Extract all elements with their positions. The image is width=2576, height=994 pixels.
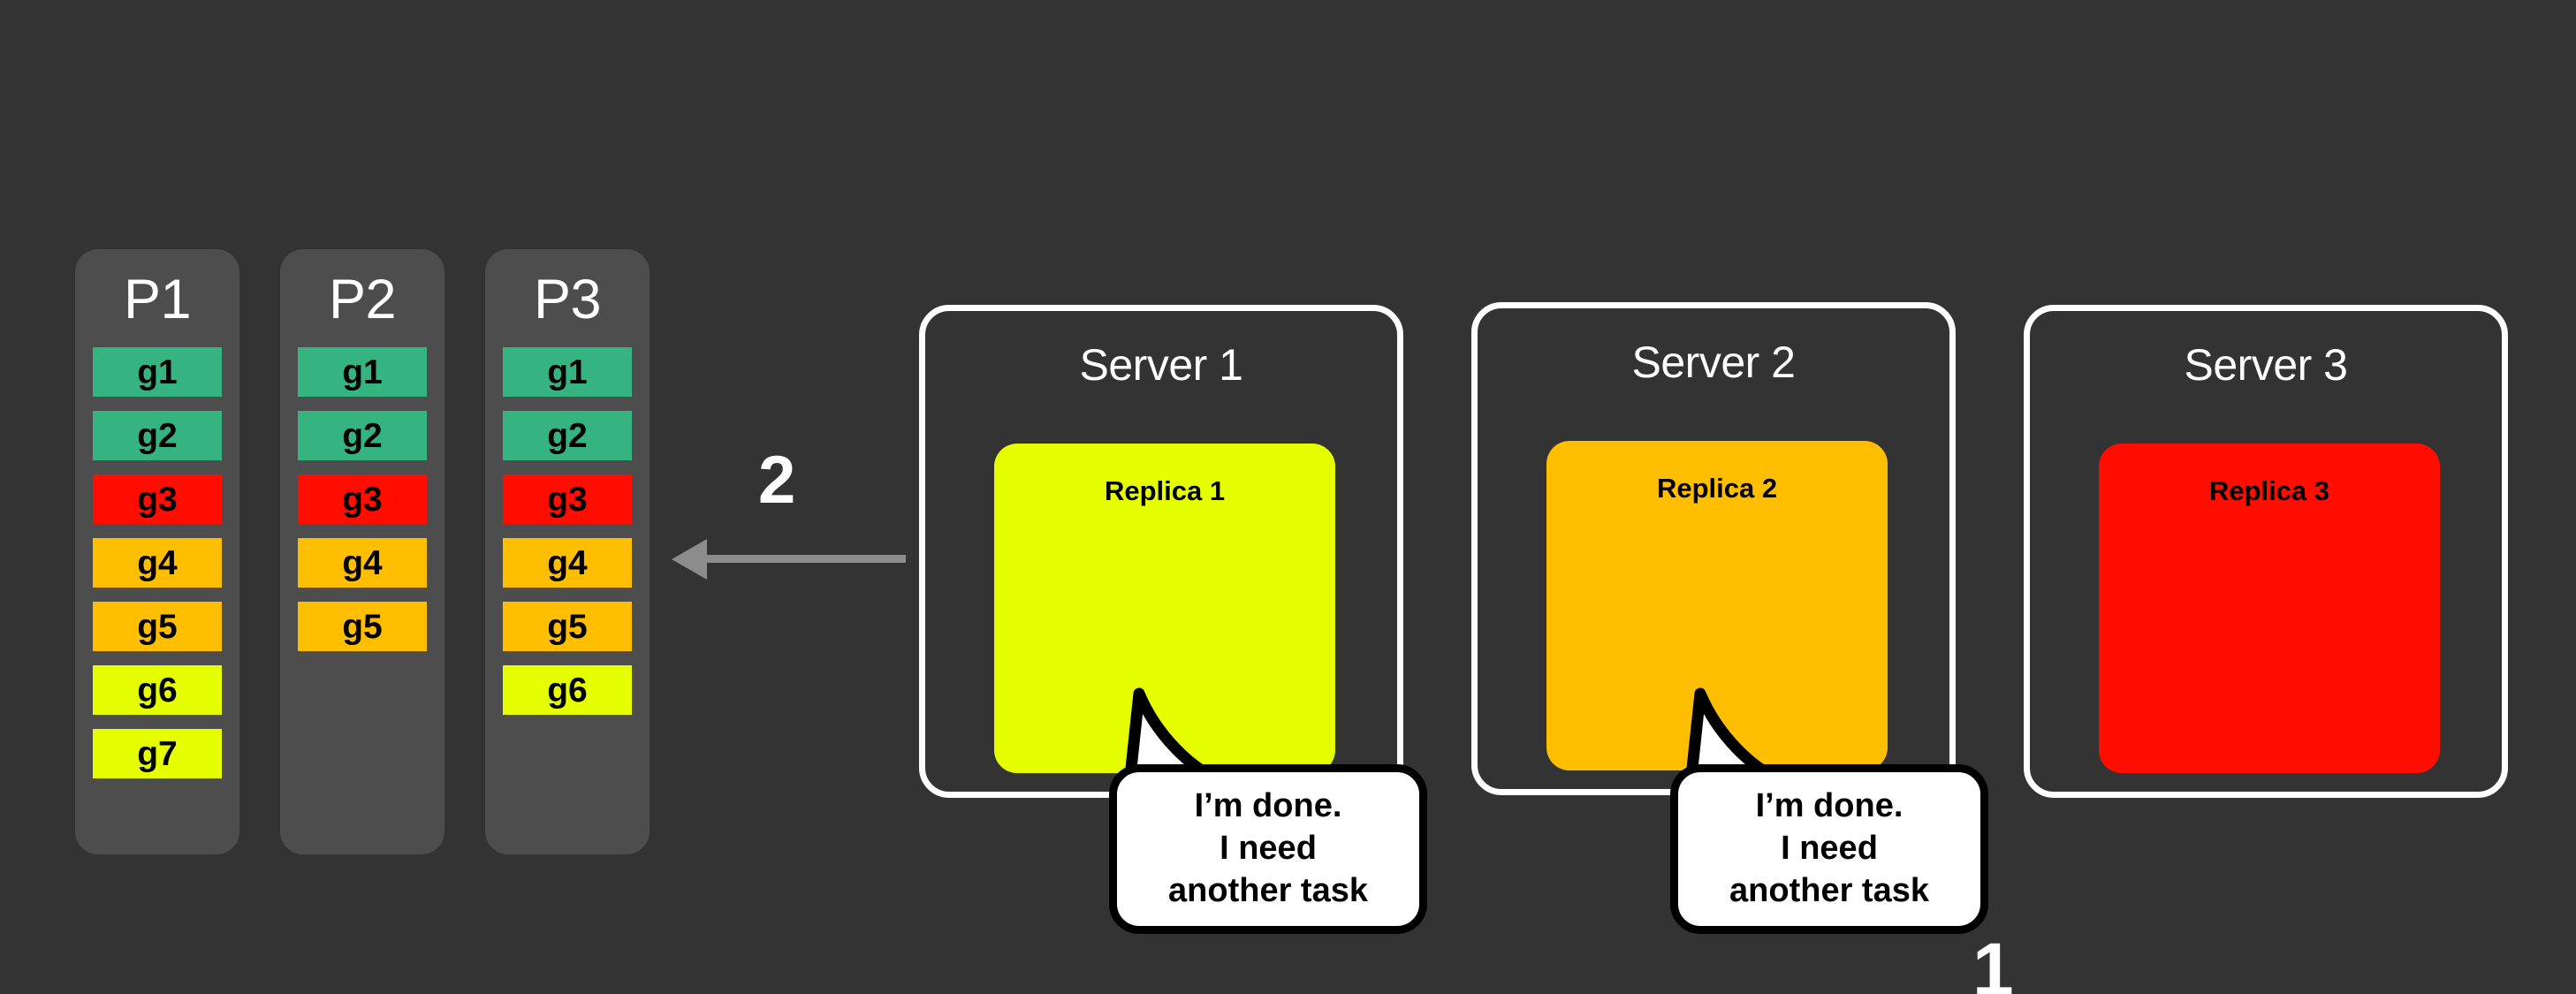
partition-p3: P3 g1 g2 g3 g4 g5 g6 — [485, 249, 650, 854]
task-block[interactable]: g2 — [503, 411, 632, 460]
task-block[interactable]: g4 — [503, 538, 632, 588]
partition-p2: P2 g1 g2 g3 g4 g5 — [280, 249, 445, 854]
partition-p3-label: P3 — [533, 269, 602, 330]
bubble-line: I need — [1781, 830, 1878, 868]
replica-3-label: Replica 3 — [2208, 475, 2330, 506]
bubble-line: another task — [1168, 871, 1368, 909]
server-2-label: Server 2 — [1631, 338, 1796, 387]
server-1-box[interactable]: Server 1 Replica 1 — [919, 305, 1403, 798]
arrow-head-left-icon — [672, 539, 707, 580]
replica-1-label: Replica 1 — [1104, 475, 1226, 506]
partition-p1: P1 g1 g2 g3 g4 g5 g6 g7 — [75, 249, 239, 854]
server-2-bubble-group: I’m done. I need another task — [1670, 680, 1988, 945]
partition-p1-task-list: g1 g2 g3 g4 g5 g6 g7 — [75, 347, 239, 793]
partition-p3-task-list: g1 g2 g3 g4 g5 g6 — [485, 347, 650, 729]
task-block[interactable]: g6 — [503, 665, 632, 715]
step-one-label: 1 — [1972, 928, 2014, 994]
partition-p1-label: P1 — [123, 269, 192, 330]
replica-2-label: Replica 2 — [1656, 473, 1778, 504]
bubble-line: I need — [1220, 830, 1317, 868]
partition-p2-label: P2 — [328, 269, 397, 330]
task-block[interactable]: g1 — [93, 347, 222, 397]
task-block[interactable]: g5 — [298, 602, 427, 651]
task-block[interactable]: g6 — [93, 665, 222, 715]
task-block[interactable]: g5 — [93, 602, 222, 651]
task-block[interactable]: g2 — [93, 411, 222, 460]
task-block[interactable]: g3 — [93, 474, 222, 524]
task-block[interactable]: g3 — [503, 474, 632, 524]
server-3-label: Server 3 — [2184, 340, 2348, 390]
replica-3-box[interactable]: Replica 3 — [2099, 444, 2440, 773]
replica-1-box[interactable]: Replica 1 — [994, 444, 1335, 773]
server-2-bubble[interactable]: I’m done. I need another task — [1670, 764, 1988, 934]
server-1-bubble-group: I’m done. I need another task — [1109, 680, 1427, 945]
server-1-bubble[interactable]: I’m done. I need another task — [1109, 764, 1427, 934]
step-two-label: 2 — [758, 443, 796, 518]
bubble-line: another task — [1729, 871, 1929, 909]
task-block[interactable]: g3 — [298, 474, 427, 524]
task-block[interactable]: g5 — [503, 602, 632, 651]
task-block[interactable]: g2 — [298, 411, 427, 460]
task-block[interactable]: g4 — [93, 538, 222, 588]
bubble-line: I’m done. — [1755, 787, 1904, 825]
task-block[interactable]: g1 — [503, 347, 632, 397]
task-block[interactable]: g4 — [298, 538, 427, 588]
server-1-label: Server 1 — [1079, 340, 1243, 390]
server-3-box[interactable]: Server 3 Replica 3 — [2024, 305, 2508, 798]
task-block[interactable]: g1 — [298, 347, 427, 397]
bubble-line: I’m done. — [1194, 787, 1342, 825]
task-block[interactable]: g7 — [93, 729, 222, 778]
partition-p2-task-list: g1 g2 g3 g4 g5 — [280, 347, 445, 665]
step-two-arrow-group: 2 — [672, 442, 906, 580]
arrow-shaft — [707, 555, 906, 563]
